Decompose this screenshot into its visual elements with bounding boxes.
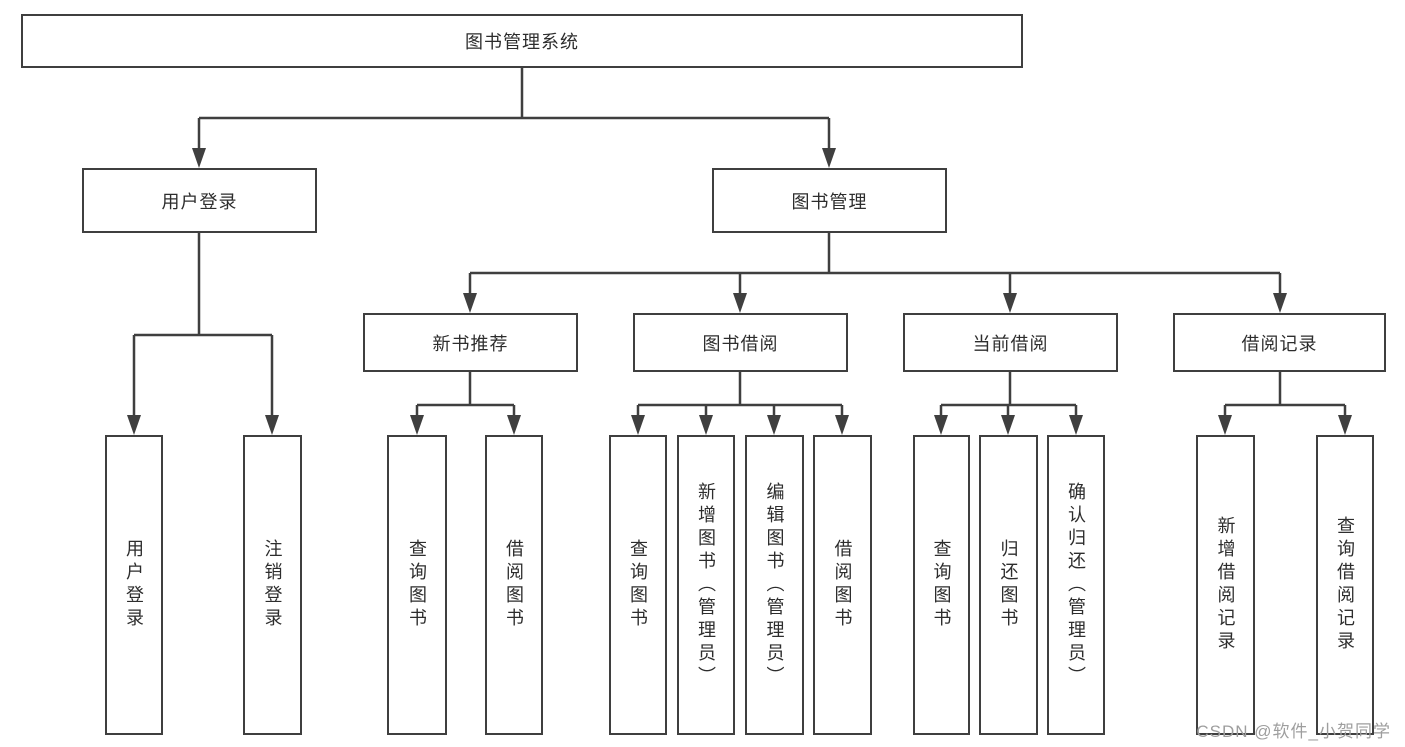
node-user-login: 用户登录 [82,168,317,233]
leaf-logout: 注销登录 [243,435,302,735]
node-new-book-recommend: 新书推荐 [363,313,578,372]
node-book-borrow: 图书借阅 [633,313,848,372]
leaf-edit-book-admin: 编辑图书（管理员） [745,435,804,735]
csdn-watermark: CSDN @软件_小贺同学 [1196,722,1391,741]
leaf-borrow-books-borrow: 借阅图书 [813,435,872,735]
leaf-add-book-admin: 新增图书（管理员） [677,435,735,735]
leaf-return-book: 归还图书 [979,435,1038,735]
leaf-query-books-recommend: 查询图书 [387,435,447,735]
node-borrow-records: 借阅记录 [1173,313,1386,372]
node-system-root: 图书管理系统 [21,14,1023,68]
leaf-user-login: 用户登录 [105,435,163,735]
leaf-query-books-borrow: 查询图书 [609,435,667,735]
leaf-query-borrow-record: 查询借阅记录 [1316,435,1374,735]
leaf-borrow-books-recommend: 借阅图书 [485,435,543,735]
node-current-borrow: 当前借阅 [903,313,1118,372]
node-book-management: 图书管理 [712,168,947,233]
leaf-query-books-current: 查询图书 [913,435,970,735]
leaf-add-borrow-record: 新增借阅记录 [1196,435,1255,735]
leaf-confirm-return-admin: 确认归还（管理员） [1047,435,1105,735]
